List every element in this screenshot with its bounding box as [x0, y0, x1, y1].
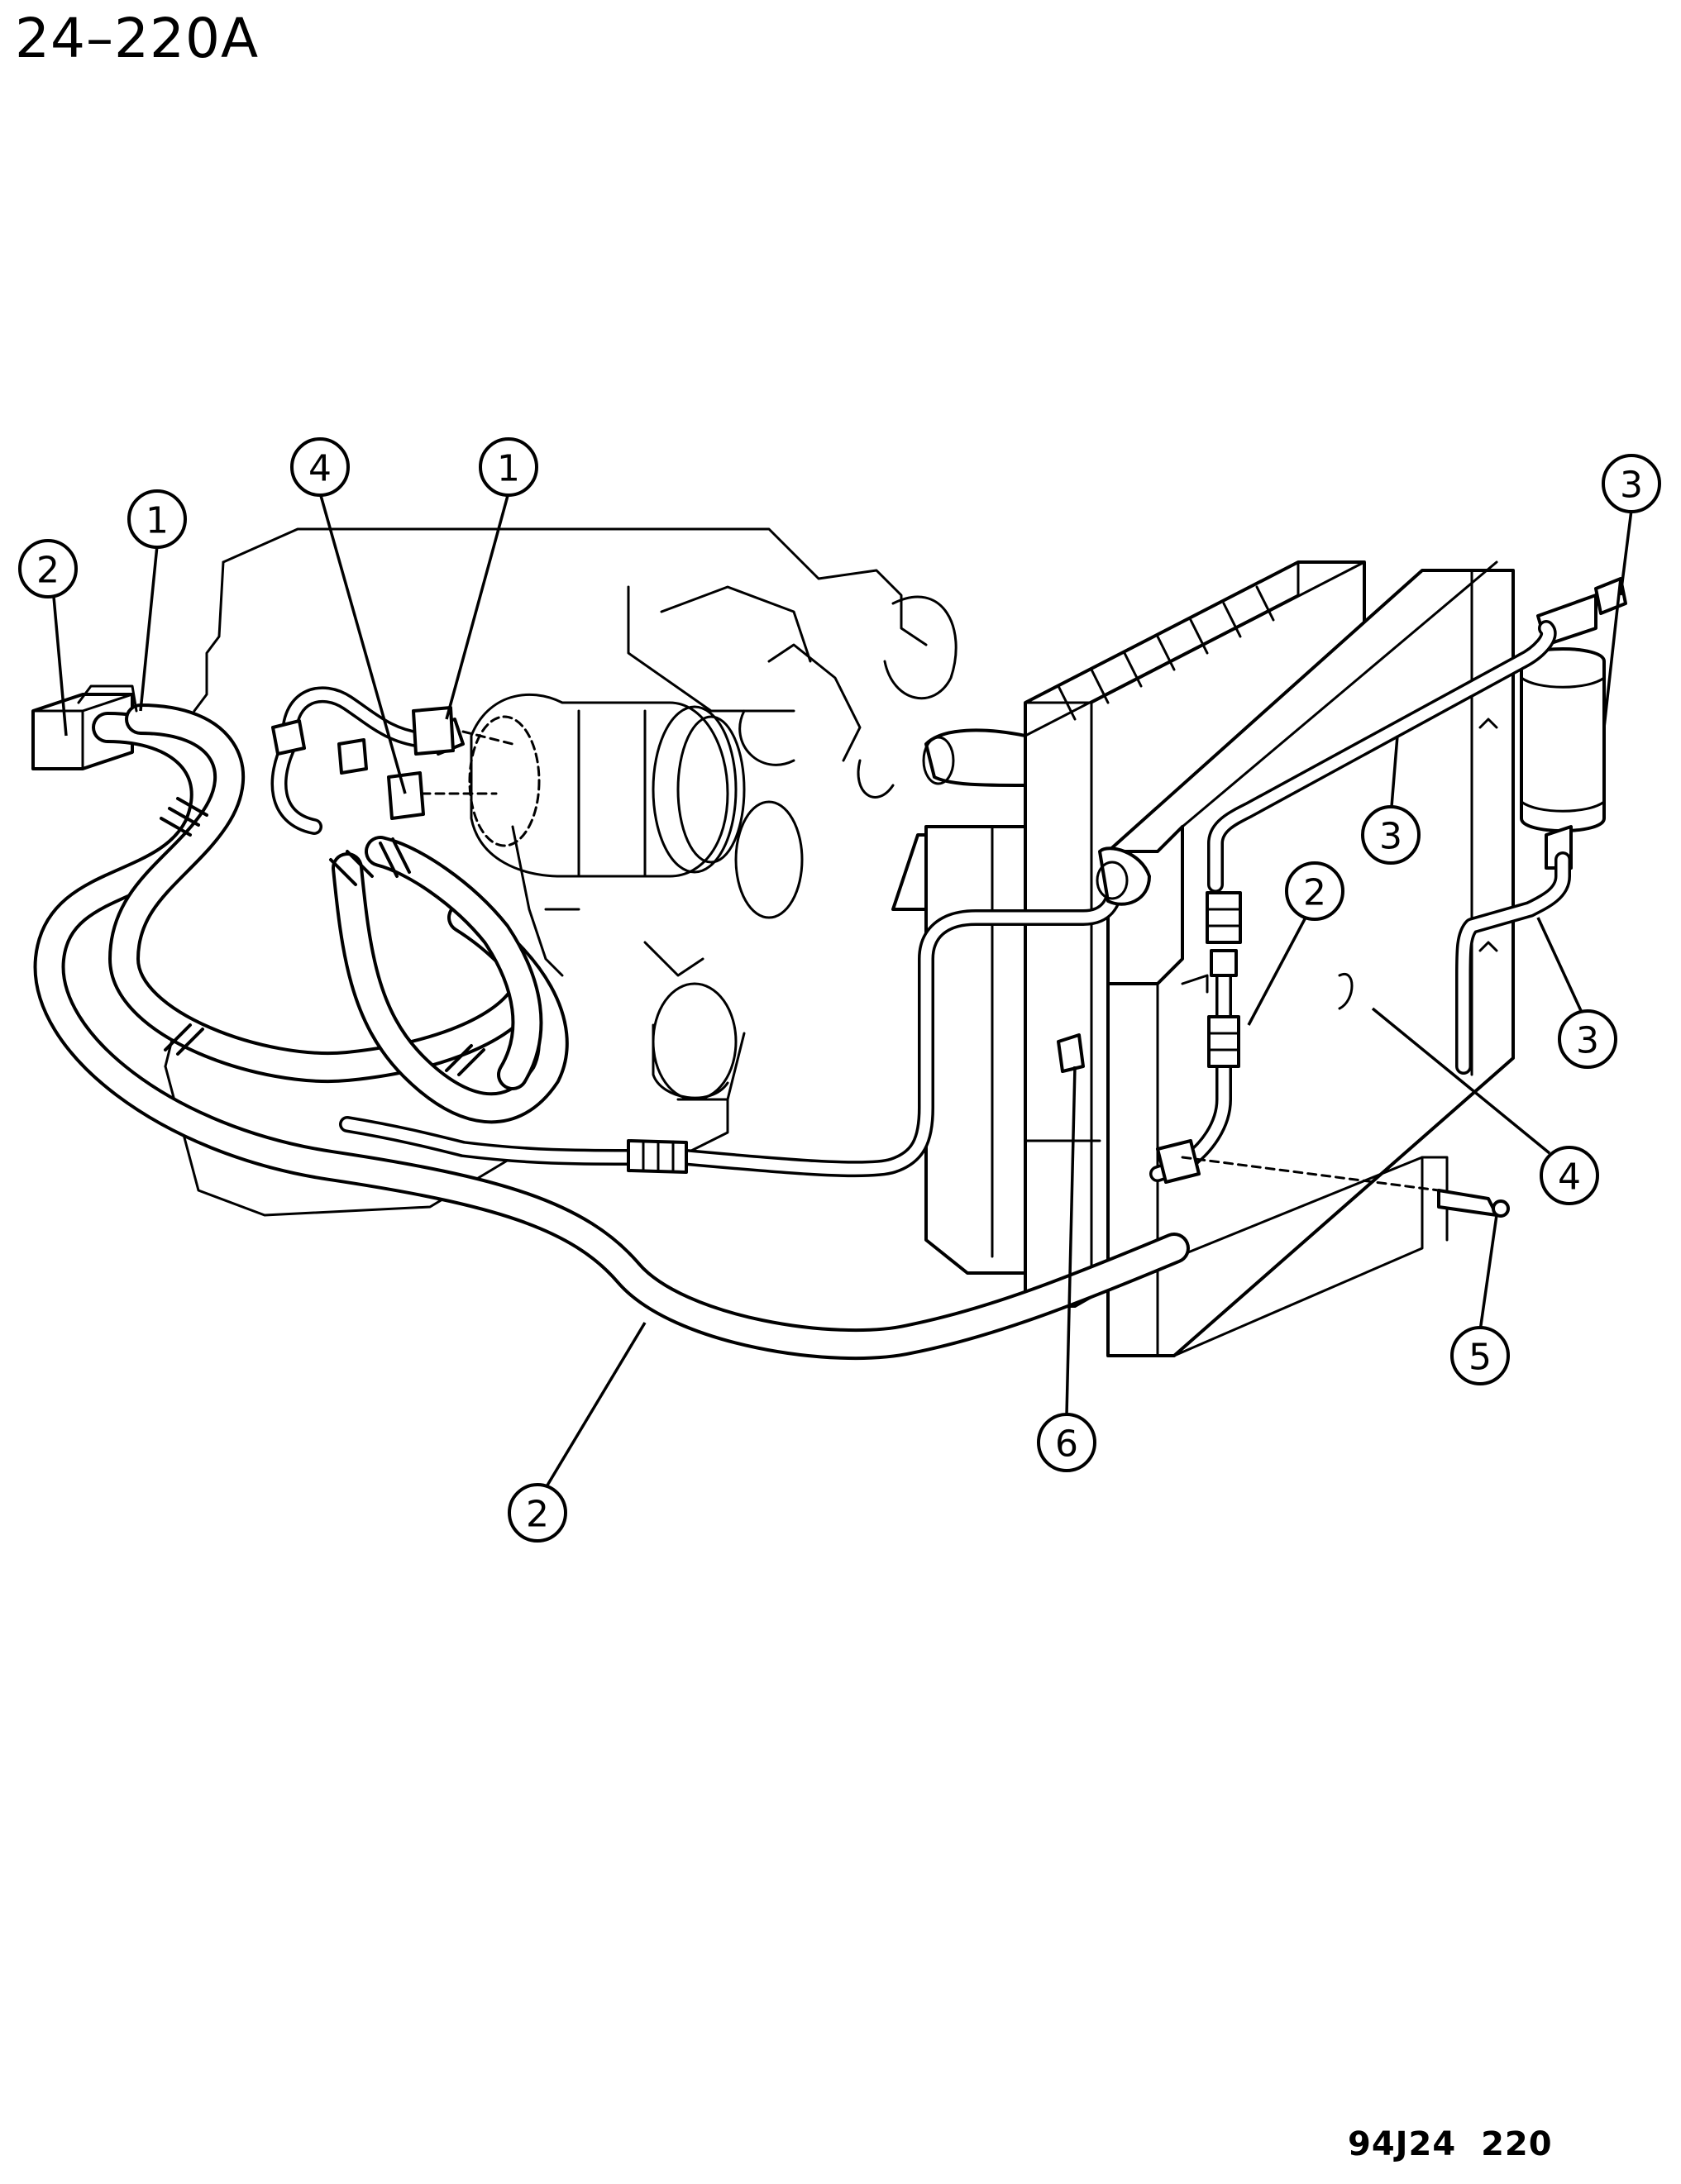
callout-number: 1	[497, 448, 520, 490]
callout-number: 4	[308, 448, 332, 490]
figure-reference: 94J24 220	[1348, 2125, 1553, 2163]
mounting-bolt	[1181, 1156, 1510, 1218]
receiver-drier	[1520, 577, 1627, 870]
callout-6: 6	[1037, 1413, 1096, 1472]
callout-1-left: 1	[127, 489, 187, 549]
fittings	[77, 684, 514, 820]
ac-hoses	[31, 693, 1190, 1361]
callout-number: 6	[1055, 1423, 1078, 1466]
callout-4-top: 4	[290, 437, 350, 497]
hose-clip	[1057, 1033, 1085, 1073]
ac-compressor	[468, 693, 804, 1101]
callout-3-topright: 3	[1602, 454, 1661, 513]
condenser	[1106, 560, 1515, 1357]
callout-number: 3	[1379, 816, 1402, 858]
callout-number: 2	[36, 550, 60, 592]
leader-lines	[52, 492, 1633, 1489]
callout-5: 5	[1450, 1326, 1510, 1385]
callout-number: 3	[1620, 465, 1643, 507]
callout-number: 4	[1558, 1156, 1581, 1199]
callout-4-right: 4	[1540, 1146, 1599, 1205]
callout-number: 5	[1468, 1337, 1492, 1379]
callout-2-left: 2	[18, 539, 78, 598]
callout-3-mid: 3	[1361, 805, 1421, 865]
metal-lines	[270, 620, 1571, 1184]
page-code: 24–220A	[15, 7, 260, 70]
engine-outline	[164, 527, 958, 1217]
callout-number: 2	[526, 1494, 549, 1536]
callout-1-top: 1	[479, 437, 538, 497]
callout-number: 1	[146, 500, 169, 542]
callout-2-bottom: 2	[508, 1483, 567, 1543]
callout-2-mid: 2	[1285, 861, 1344, 921]
callout-number: 3	[1576, 1020, 1599, 1062]
callout-number: 2	[1303, 872, 1326, 914]
callout-3-right: 3	[1558, 1009, 1617, 1069]
